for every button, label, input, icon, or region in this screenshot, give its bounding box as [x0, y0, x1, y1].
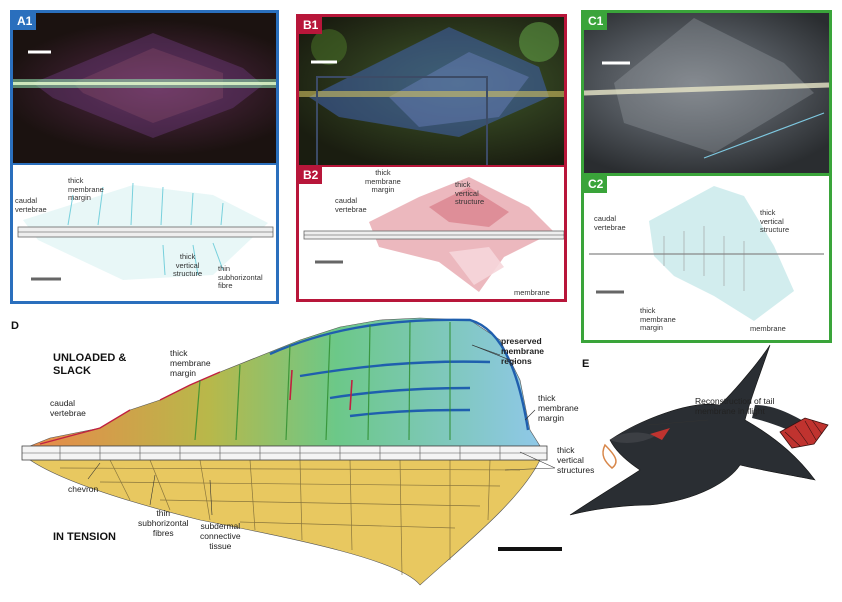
drawing-b2	[303, 177, 564, 292]
label-caudal-vertebrae-d: caudal vertebrae	[50, 398, 86, 418]
panel-tag-c2: C2	[584, 176, 608, 193]
label-thick-vertical-structures-d: thick vertical structures	[557, 445, 595, 475]
label-thick-vertical-structure-b: thick vertical structure	[455, 180, 485, 206]
label-unloaded-slack: UNLOADED & SLACK	[53, 352, 127, 377]
label-reconstruction-in-flight: Reconstruction of tail membrane in fligh…	[695, 396, 775, 416]
drawing-c-divider	[584, 173, 829, 176]
label-caudal-vertebrae-a: caudal vertebrae	[15, 196, 47, 214]
photo-a1	[13, 13, 276, 163]
label-thick-membrane-margin-right-d: thick membrane margin	[538, 393, 579, 423]
label-chevron: chevron	[68, 484, 99, 494]
label-thick-membrane-margin-c: thick membrane margin	[640, 306, 676, 332]
panel-tag-c1: C1	[584, 13, 608, 30]
panel-a: A1 caudal vertebrae thick membrane margi…	[10, 10, 279, 304]
label-preserved-membrane-regions: preserved membrane regions	[501, 336, 544, 366]
photo-b1	[299, 17, 564, 165]
label-thick-membrane-margin-top-d: thick membrane margin	[170, 348, 211, 378]
label-thin-subhorizontal-fibre-a: thin subhorizontal fibre	[218, 264, 263, 290]
specimen-a1-image	[13, 33, 276, 138]
panel-tag-b1: B1	[299, 17, 323, 34]
label-thick-vertical-structure-a: thick vertical structure	[173, 252, 203, 278]
label-membrane-b: membrane	[514, 288, 550, 297]
drawing-a1	[17, 182, 274, 281]
panel-tag-a1: A1	[13, 13, 37, 30]
label-caudal-vertebrae-c: caudal vertebrae	[594, 214, 626, 232]
panel-c: C1 C2 caudal vertebrae thick vertical st…	[581, 10, 832, 343]
label-in-tension: IN TENSION	[53, 531, 116, 543]
panel-tag-b2: B2	[299, 167, 323, 184]
label-thick-membrane-margin-b: thick membrane margin	[365, 168, 401, 194]
specimen-c1-image	[584, 18, 829, 159]
panel-tag-d: D	[11, 320, 19, 332]
label-subdermal-connective-tissue: subdermal connective tissue	[200, 521, 241, 551]
drawing-a1-divider	[13, 163, 276, 165]
label-thick-vertical-structure-c: thick vertical structure	[760, 208, 790, 234]
specimen-b1-image	[299, 22, 564, 165]
drawing-c2	[589, 186, 824, 321]
label-thin-subhorizontal-fibres: thin subhorizontal fibres	[138, 508, 189, 538]
panel-tag-e: E	[582, 358, 590, 370]
photo-c1	[584, 13, 829, 173]
label-thick-membrane-margin-a: thick membrane margin	[68, 176, 104, 202]
label-membrane-c: membrane	[750, 324, 786, 333]
label-caudal-vertebrae-b: caudal vertebrae	[335, 196, 367, 214]
panel-b: B1 B2 thick membrane margin caudal verte…	[296, 14, 567, 302]
drawing-b-divider	[299, 165, 564, 167]
